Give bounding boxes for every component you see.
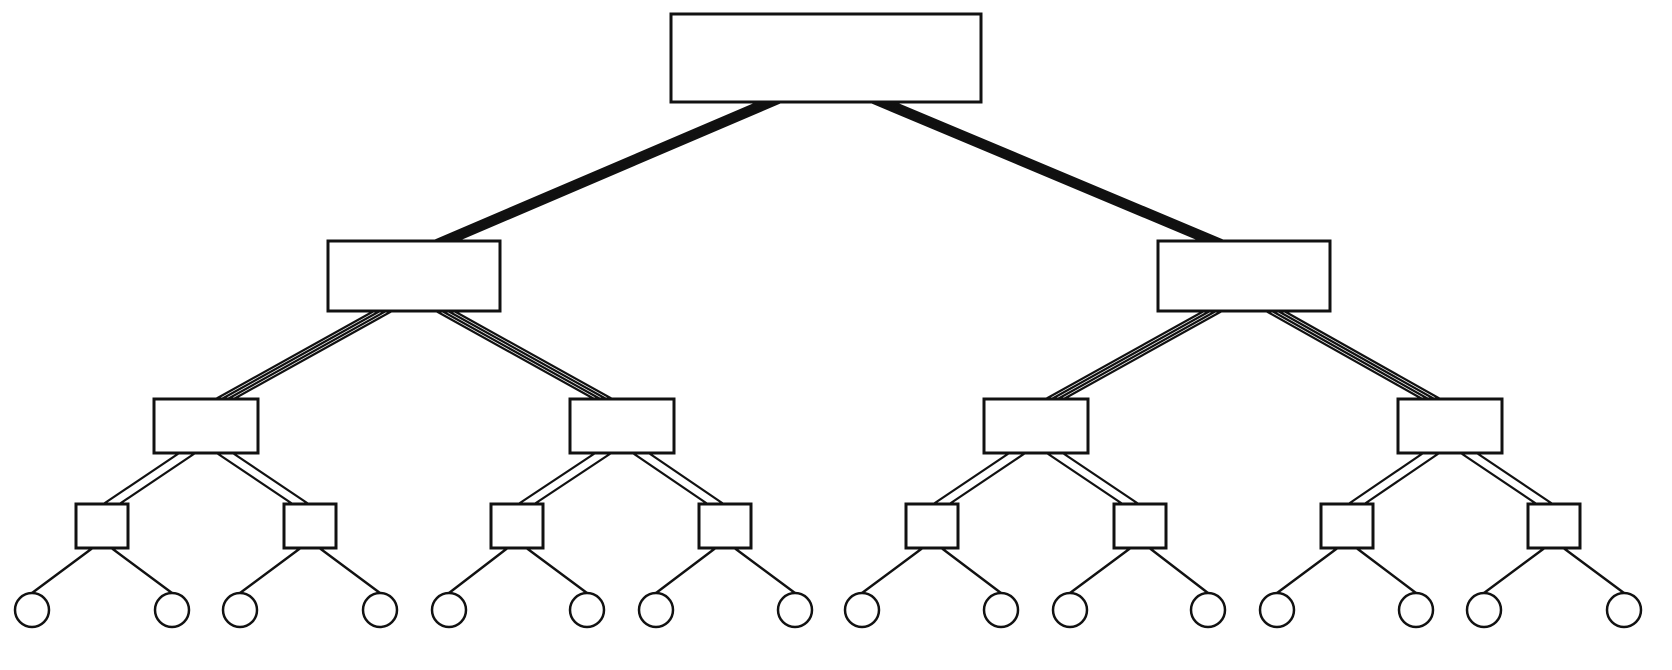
link-level-0-to-1	[891, 100, 1226, 243]
link-level-2-to-3	[1475, 451, 1554, 506]
link-level-1-to-2	[1276, 309, 1436, 401]
link-level-1-to-2	[446, 309, 608, 401]
link-level-1-to-2	[220, 309, 382, 401]
link-level-1-to-2	[232, 309, 394, 401]
leaf-node	[430, 591, 468, 629]
leaf-node	[13, 591, 51, 629]
link-level-2-to-3	[517, 451, 597, 506]
link-level-3-to-4	[1562, 546, 1626, 595]
switch-node-square	[1526, 502, 1582, 550]
link-level-2-to-3	[932, 451, 1011, 506]
link-level-2-to-3	[1363, 451, 1441, 506]
link-level-1-to-2	[440, 309, 602, 401]
leaf-node	[568, 591, 606, 629]
link-level-3-to-4	[940, 546, 1003, 595]
leaf-node	[1189, 591, 1227, 629]
link-level-1-to-2	[1050, 309, 1212, 401]
link-level-2-to-3	[948, 451, 1027, 506]
link-level-3-to-4	[733, 546, 797, 595]
link-level-0-to-1	[879, 100, 1213, 243]
leaf-node	[1051, 591, 1089, 629]
link-level-3-to-4	[860, 546, 924, 595]
link-level-0-to-1	[439, 100, 767, 243]
link-level-3-to-4	[238, 546, 302, 595]
leaf-node	[221, 591, 259, 629]
leaf-node	[361, 591, 399, 629]
link-level-0-to-1	[875, 100, 1210, 243]
link-level-2-to-3	[215, 451, 294, 506]
switch-node-level-0	[669, 12, 983, 104]
switch-node-square	[74, 502, 130, 550]
link-level-3-to-4	[525, 546, 589, 595]
switch-node-level-2	[152, 397, 260, 455]
switch-node-square	[697, 502, 753, 550]
link-level-1-to-2	[1264, 309, 1424, 401]
leaf-node	[776, 591, 814, 629]
link-level-1-to-2	[1282, 309, 1442, 401]
link-layer	[30, 100, 1626, 595]
switch-node-square	[489, 502, 545, 550]
leaf-node	[982, 591, 1020, 629]
link-level-0-to-1	[451, 100, 780, 243]
link-level-0-to-1	[442, 100, 770, 243]
link-level-0-to-1	[888, 100, 1223, 243]
link-level-0-to-1	[448, 100, 777, 243]
link-level-0-to-1	[454, 100, 783, 243]
link-level-2-to-3	[647, 451, 725, 506]
link-level-1-to-2	[214, 309, 376, 401]
link-level-3-to-4	[1482, 546, 1546, 595]
leaf-node	[637, 591, 675, 629]
leaf-node	[843, 591, 881, 629]
switch-node-square	[1112, 502, 1168, 550]
link-level-3-to-4	[654, 546, 717, 595]
link-level-2-to-3	[102, 451, 181, 506]
link-level-3-to-4	[110, 546, 174, 595]
link-level-0-to-1	[872, 100, 1207, 243]
link-level-2-to-3	[118, 451, 197, 506]
leaf-node	[153, 591, 191, 629]
link-level-3-to-4	[318, 546, 382, 595]
switch-node-level-2	[568, 397, 676, 455]
node-layer	[13, 12, 1643, 629]
link-level-0-to-1	[436, 100, 764, 243]
link-level-3-to-4	[1068, 546, 1132, 595]
switch-node-level-2	[1396, 397, 1504, 455]
link-level-2-to-3	[231, 451, 310, 506]
link-level-3-to-4	[447, 546, 509, 595]
link-level-1-to-2	[1270, 309, 1430, 401]
link-level-3-to-4	[1148, 546, 1210, 595]
link-level-2-to-3	[533, 451, 613, 506]
link-level-2-to-3	[1347, 451, 1425, 506]
link-level-3-to-4	[30, 546, 94, 595]
leaf-node	[1605, 591, 1643, 629]
switch-node-square	[1319, 502, 1375, 550]
switch-node-square	[904, 502, 960, 550]
link-level-0-to-1	[882, 100, 1216, 243]
switch-node-square	[282, 502, 338, 550]
link-level-1-to-2	[452, 309, 614, 401]
link-level-2-to-3	[1459, 451, 1538, 506]
link-level-0-to-1	[869, 100, 1204, 243]
link-level-1-to-2	[1044, 309, 1206, 401]
link-level-2-to-3	[631, 451, 709, 506]
link-level-2-to-3	[1045, 451, 1124, 506]
leaf-node	[1465, 591, 1503, 629]
link-level-1-to-2	[434, 309, 596, 401]
switch-node-level-1	[326, 239, 502, 313]
leaf-node	[1258, 591, 1296, 629]
switch-node-level-2	[982, 397, 1090, 455]
link-level-1-to-2	[1056, 309, 1218, 401]
link-level-1-to-2	[1062, 309, 1224, 401]
link-level-0-to-1	[432, 100, 761, 243]
switch-node-level-1	[1156, 239, 1332, 313]
link-level-0-to-1	[445, 100, 773, 243]
link-level-3-to-4	[1275, 546, 1339, 595]
link-level-2-to-3	[1061, 451, 1140, 506]
link-level-3-to-4	[1355, 546, 1418, 595]
leaf-node	[1397, 591, 1435, 629]
link-level-0-to-1	[885, 100, 1219, 243]
link-level-1-to-2	[226, 309, 388, 401]
